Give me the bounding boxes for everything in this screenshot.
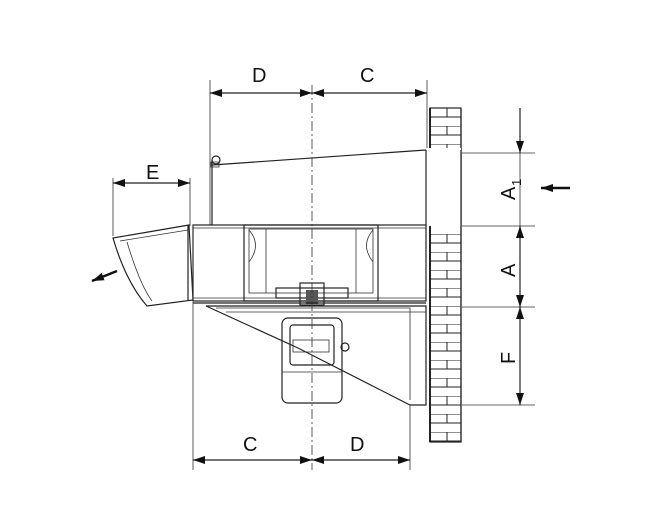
outlet-arrow bbox=[91, 269, 118, 283]
extension-lines bbox=[112, 80, 535, 470]
dimension-label-bottom-left: C bbox=[243, 434, 257, 456]
svg-text:F: F bbox=[498, 352, 520, 364]
dimension-label-outlet: E bbox=[146, 162, 159, 184]
outlet-hood bbox=[112, 224, 194, 307]
roof-cover bbox=[209, 149, 427, 225]
dimension-label-right-middle: A bbox=[498, 263, 520, 277]
fan-housing bbox=[192, 224, 427, 306]
svg-text:1: 1 bbox=[509, 179, 524, 186]
dimension-label-bottom-right: D bbox=[350, 434, 364, 456]
brick-wall bbox=[424, 107, 462, 443]
svg-text:A: A bbox=[498, 263, 520, 277]
dimension-label-top-right: C bbox=[360, 65, 374, 87]
dimension-label-right-lower: F bbox=[498, 352, 520, 364]
dimension-label-right-upper: A 1 bbox=[498, 179, 524, 200]
support-bracket bbox=[193, 302, 427, 406]
dimension-label-top-left: D bbox=[252, 65, 266, 87]
svg-text:A: A bbox=[498, 186, 520, 200]
motor bbox=[281, 317, 350, 404]
